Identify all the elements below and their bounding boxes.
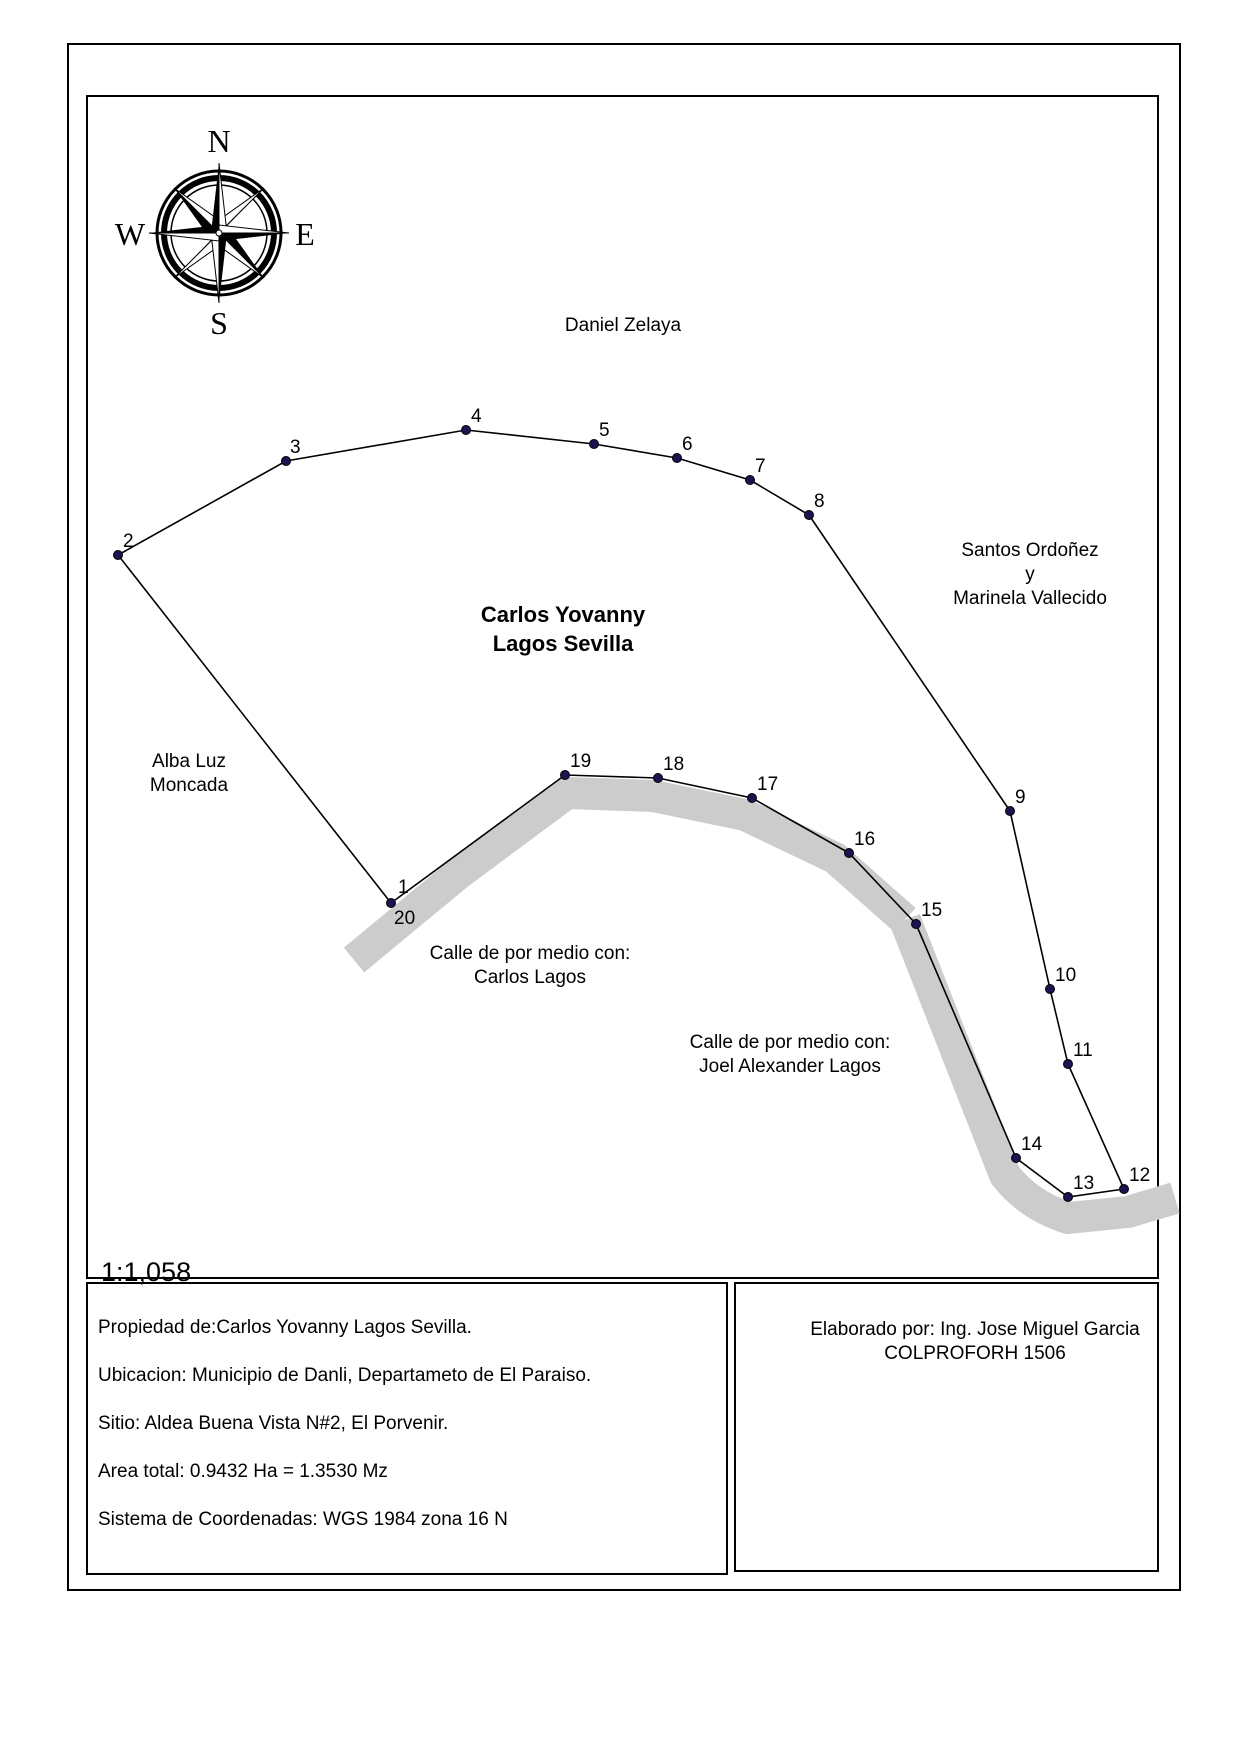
vertex-marker-8: [804, 510, 814, 520]
vertex-label-17: 17: [757, 774, 778, 795]
vertex-label-15: 15: [921, 900, 942, 921]
info-box: [86, 1282, 728, 1575]
info-sitio: Sitio: Aldea Buena Vista N#2, El Porveni…: [98, 1413, 449, 1434]
vertex-label-13: 13: [1073, 1173, 1094, 1194]
vertex-label-7: 7: [755, 456, 766, 477]
vertex-marker-10: [1045, 984, 1055, 994]
vertex-label-9: 9: [1015, 787, 1026, 808]
vertex-label-14: 14: [1021, 1134, 1043, 1155]
vertex-marker-16: [844, 848, 854, 858]
vertex-marker-7: [745, 475, 755, 485]
author-line2: COLPROFORH 1506: [884, 1343, 1066, 1364]
vertex-label-3: 3: [290, 437, 301, 458]
vertex-marker-6: [672, 453, 682, 463]
vertex-marker-19: [560, 770, 570, 780]
info-ubicacion: Ubicacion: Municipio de Danli, Departame…: [98, 1365, 592, 1386]
roads: [343, 777, 1180, 1234]
street1-line1: Calle de por medio con:: [430, 943, 631, 964]
vertex-label-5: 5: [599, 420, 610, 441]
author-box: [734, 1282, 1159, 1572]
vertex-marker-4: [461, 425, 471, 435]
vertex-marker-1: [386, 898, 396, 908]
info-area: Area total: 0.9432 Ha = 1.3530 Mz: [98, 1461, 388, 1482]
compass-east: E: [295, 216, 315, 252]
vertex-marker-9: [1005, 806, 1015, 816]
compass-west: W: [115, 216, 146, 252]
info-sistema: Sistema de Coordenadas: WGS 1984 zona 16…: [98, 1509, 508, 1530]
road-carlos-lagos: [343, 777, 916, 973]
neighbor-east-line3: Marinela Vallecido: [953, 588, 1107, 609]
vertex-marker-14: [1011, 1153, 1021, 1163]
neighbor-west-line2: Moncada: [150, 775, 229, 796]
map-frame: [86, 95, 1159, 1279]
neighbor-north: Daniel Zelaya: [565, 315, 682, 336]
street1-line2: Carlos Lagos: [474, 967, 586, 988]
vertex-label-1: 1: [398, 877, 409, 898]
street2-line2: Joel Alexander Lagos: [699, 1056, 881, 1077]
outer-frame: [67, 43, 1181, 1591]
owner-label-line2: Lagos Sevilla: [493, 631, 634, 656]
vertex-label-18: 18: [663, 754, 684, 775]
map-scale: 1:1,058: [101, 1257, 191, 1287]
vertex-label-4: 4: [471, 406, 482, 427]
vertex-label-12: 12: [1129, 1165, 1150, 1186]
vertex-label-16: 16: [854, 829, 875, 850]
vertex-label-20: 20: [394, 908, 415, 929]
neighbor-east-line1: Santos Ordoñez: [961, 540, 1098, 561]
vertex-marker-13: [1063, 1192, 1073, 1202]
street2-line1: Calle de por medio con:: [690, 1032, 891, 1053]
road-joel-alexander-lagos: [890, 914, 1180, 1234]
property-boundary: [116, 429, 1126, 1198]
author-line1: Elaborado por: Ing. Jose Miguel Garcia: [810, 1319, 1140, 1340]
vertex-marker-12: [1119, 1184, 1129, 1194]
info-propiedad: Propiedad de:Carlos Yovanny Lagos Sevill…: [98, 1317, 472, 1338]
vertex-marker-15: [911, 919, 921, 929]
owner-label-line1: Carlos Yovanny: [481, 602, 646, 627]
neighbor-west-line1: Alba Luz: [152, 751, 226, 772]
compass-south: S: [210, 305, 228, 341]
vertex-label-10: 10: [1055, 965, 1076, 986]
vertex-marker-18: [653, 773, 663, 783]
vertex-label-19: 19: [570, 751, 591, 772]
north-arrow-icon: [148, 162, 290, 304]
vertex-label-8: 8: [814, 491, 825, 512]
neighbor-east-line2: y: [1025, 564, 1035, 585]
author-block: Elaborado por: Ing. Jose Miguel Garcia C…: [740, 1318, 1210, 1366]
vertex-marker-2: [113, 550, 123, 560]
vertex-label-11: 11: [1073, 1040, 1093, 1061]
vertex-label-2: 2: [123, 531, 134, 552]
vertex-marker-5: [589, 439, 599, 449]
vertex-marker-3: [281, 456, 291, 466]
vertex-marker-11: [1063, 1059, 1073, 1069]
vertex-label-6: 6: [682, 434, 693, 455]
vertex-marker-17: [747, 793, 757, 803]
compass-north: N: [207, 123, 230, 159]
